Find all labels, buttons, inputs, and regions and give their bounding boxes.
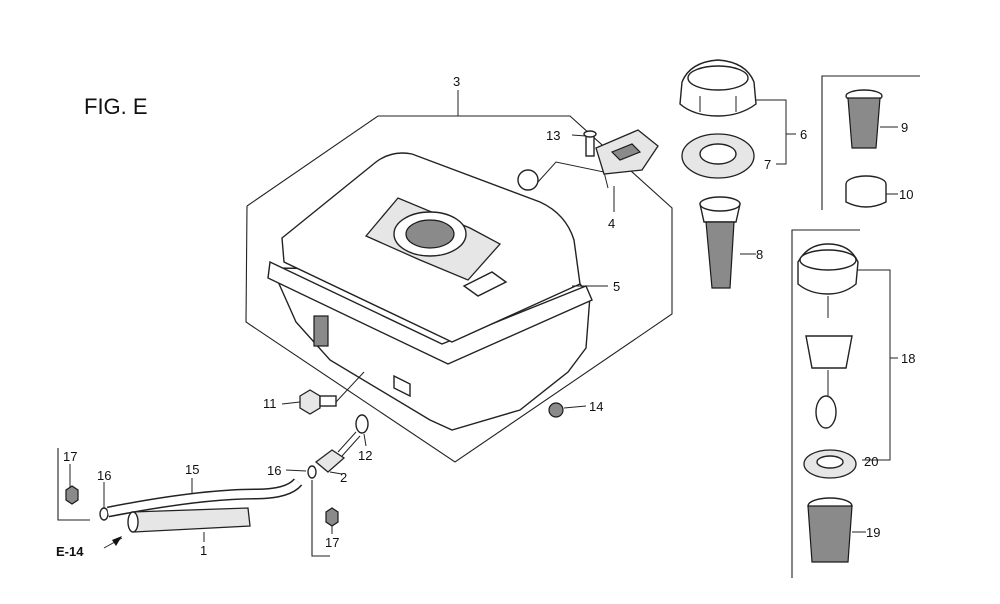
fuel-tube-inner [107,479,302,516]
callout-7: 7 [764,157,771,172]
gauge-window [610,143,642,161]
strainer-retainer [845,175,887,208]
filler-cap [679,59,757,117]
callout-8: 8 [756,247,763,262]
callout-17-bottom: 17 [325,535,339,550]
fuel-valve [314,431,361,473]
fuel-strainer [699,196,741,289]
callout-17-left: 17 [63,449,77,464]
strainer-set-bracket [821,75,920,210]
tank-assembly-outline [245,115,673,463]
callout-1: 1 [200,543,207,558]
gauge-float [517,169,539,191]
callout-3: 3 [453,74,460,89]
tank-flange [267,260,593,365]
protector-tube [127,507,251,533]
callout-5: 5 [613,279,620,294]
figure-title: FIG. E [84,94,148,119]
callout-20: 20 [864,454,878,469]
callout-13: 13 [546,128,560,143]
callout-12: 12 [358,448,372,463]
callout-4: 4 [608,216,615,231]
callout-10: 10 [899,187,913,202]
fuel-tank [267,152,593,431]
callout-2: 2 [340,470,347,485]
nut-17a [65,485,79,505]
screw-head [583,130,597,138]
cap-assembly-bracket [791,229,860,578]
filter-19 [807,497,853,563]
nut-17b [325,507,339,527]
callout-14: 14 [589,399,603,414]
callout-11: 11 [263,396,277,411]
gauge-arm [537,161,609,189]
filler-cap-assembly [797,243,859,429]
cap-strainer-cup [805,335,853,369]
callout-9: 9 [901,120,908,135]
grommet-14 [548,402,564,418]
cap-gasket-20 [803,449,857,479]
fuel-gauge [517,129,659,191]
cap-gasket [681,133,755,179]
callout-18: 18 [901,351,915,366]
tank-side-recess [313,315,329,347]
strainer-screen [845,89,883,149]
bolt-11 [299,389,337,415]
callout-15: 15 [185,462,199,477]
callout-16-right: 16 [267,463,281,478]
callout-19: 19 [866,525,880,540]
chain-ring [815,395,837,429]
e14-arrow-head [112,536,122,546]
leader-lines [69,99,898,542]
nut-17b-bracket [311,480,330,557]
clip-16b [307,465,317,479]
filler-neck-opening [405,219,455,249]
callout-16-left: 16 [97,468,111,483]
washer-12 [355,414,369,434]
e14-reference-label[interactable]: E-14 [56,544,84,559]
callouts: 3 13 4 5 6 7 8 9 10 18 20 19 14 11 12 2 … [63,74,915,558]
tank-gauge-window [462,271,508,297]
tank-outlet-boss [393,374,411,398]
callout-6: 6 [800,127,807,142]
clip-16a [99,507,109,521]
screw-13 [583,130,597,157]
